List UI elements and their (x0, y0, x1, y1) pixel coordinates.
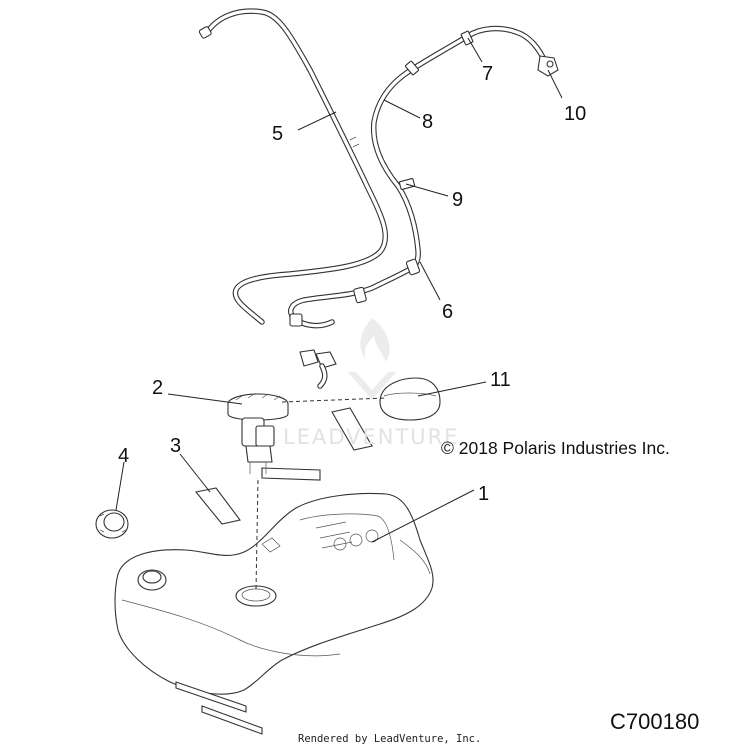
copyright-notice: © 2018 Polaris Industries Inc. (441, 438, 670, 458)
callout-7: 7 (482, 63, 493, 85)
vent-hose-5 (198, 8, 389, 325)
pump-connector (299, 349, 337, 389)
watermark-logo (348, 318, 396, 400)
vent-hose-6 (288, 258, 421, 329)
callout-2: 2 (152, 377, 163, 399)
pump-cap-11 (379, 377, 441, 421)
callout-3: 3 (170, 435, 181, 457)
fuel-tank-1 (114, 492, 434, 695)
tank-pads (175, 681, 263, 735)
callout-10: 10 (564, 103, 586, 125)
callout-6: 6 (442, 301, 453, 323)
watermark-text: LEADVENTURE (283, 425, 460, 449)
leader-lines (115, 37, 563, 543)
callout-4: 4 (118, 445, 129, 467)
callout-11: 11 (490, 369, 511, 391)
fuel-pump-2 (227, 393, 321, 481)
assembly-lines (255, 397, 387, 591)
fuel-cap-4 (95, 509, 129, 539)
callout-8: 8 (422, 111, 433, 133)
callout-1: 1 (478, 483, 489, 505)
rendered-by-credit: Rendered by LeadVenture, Inc. (298, 733, 482, 745)
diagram-id: C700180 (610, 709, 700, 734)
callout-5: 5 (272, 123, 283, 145)
pad-3 (194, 407, 373, 525)
callout-9: 9 (452, 189, 463, 211)
callout-labels: 1 2 3 4 5 6 7 8 9 10 11 (118, 63, 586, 505)
vent-hose-8 (370, 25, 559, 273)
